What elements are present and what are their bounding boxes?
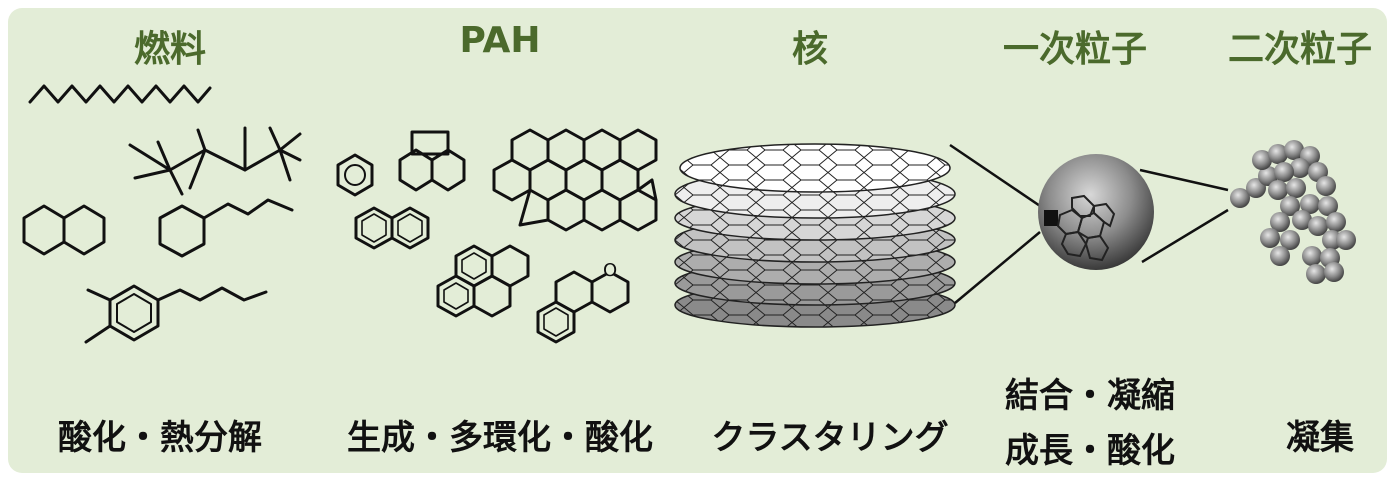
secondary-particle-aggregate-icon — [1230, 140, 1356, 284]
acenaphthylene-icon — [400, 132, 464, 190]
branched-alkane-icon — [130, 128, 300, 194]
linear-alkane-icon — [30, 86, 210, 102]
zoom-lines-primary — [950, 145, 1046, 303]
svg-text:O: O — [603, 260, 617, 281]
benzochromene-icon: O — [538, 260, 628, 342]
naphthalene-icon — [356, 208, 428, 248]
primary-particle-sphere-icon — [1038, 154, 1154, 270]
graphene-sheet-7-hex — [680, 144, 950, 192]
decalin-icon — [24, 206, 104, 254]
large-pah-icon — [494, 130, 656, 230]
nucleus-graphene-stack-icon — [675, 144, 955, 327]
pah-molecules-icon: O — [338, 130, 656, 342]
process-label-pah: 生成・多環化・酸化 — [347, 418, 653, 458]
process-label-nucleus: クラスタリング — [711, 418, 949, 458]
stage-title-pah: PAH — [459, 20, 541, 61]
butylcyclohexane-icon — [160, 200, 292, 256]
benzene-icon — [338, 155, 372, 195]
process-label-fuel: 酸化・熱分解 — [58, 418, 262, 458]
zoom-lines-secondary — [1140, 170, 1228, 262]
stage-title-fuel: 燃料 — [133, 29, 206, 70]
stage-title-primary-particle: 一次粒子 — [1002, 29, 1147, 70]
process-label-primary-line1: 結合・凝縮 — [1005, 376, 1175, 416]
fuel-molecules-icon — [24, 86, 300, 342]
stage-title-nucleus: 核 — [791, 29, 828, 70]
process-label-secondary: 凝集 — [1286, 418, 1354, 458]
alkylbenzene-icon — [86, 286, 266, 342]
stage-title-secondary-particle: 二次粒子 — [1227, 29, 1372, 70]
pyrene-icon — [438, 246, 528, 316]
process-label-primary-line2: 成長・酸化 — [1005, 431, 1175, 471]
